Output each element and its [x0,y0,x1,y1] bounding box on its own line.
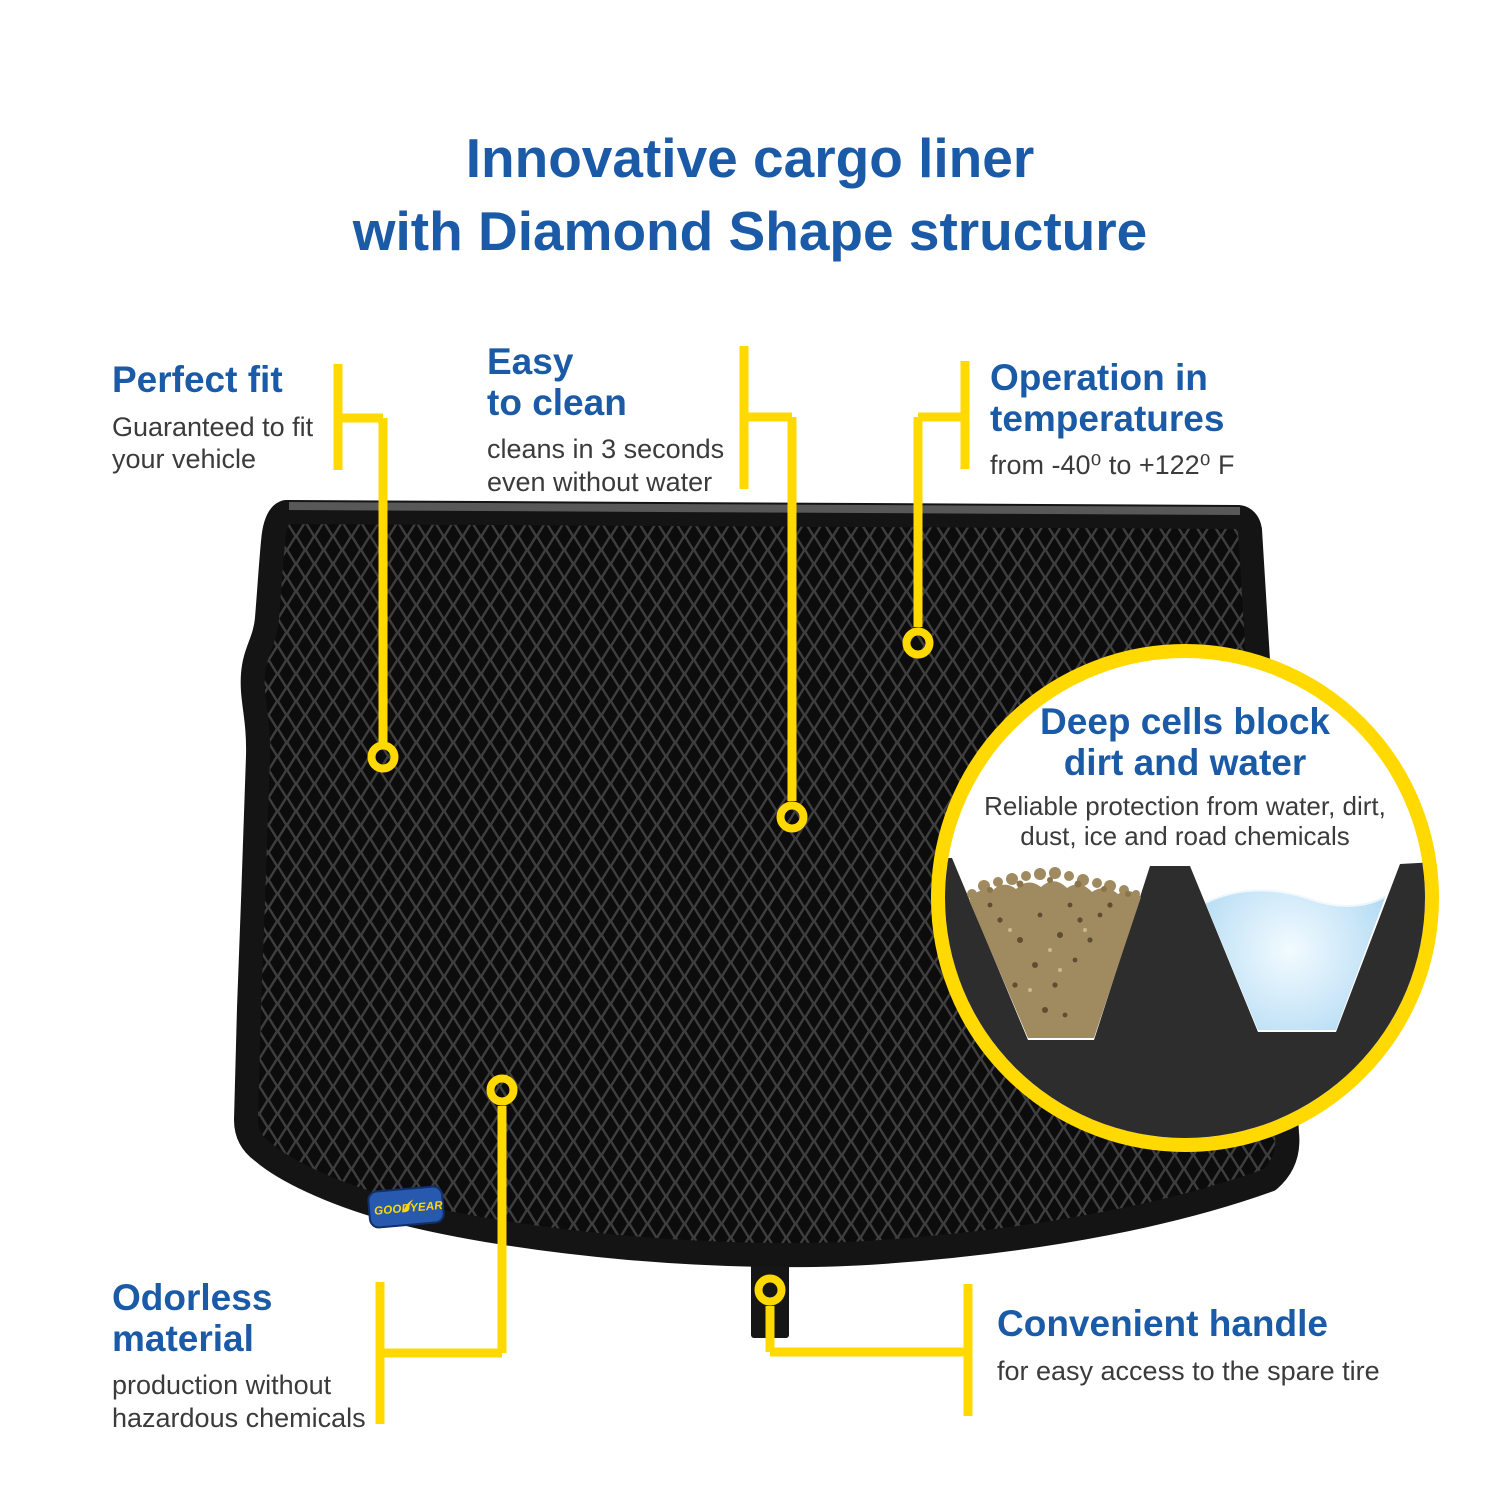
callout-dot-perfect-fit [367,741,399,773]
title-line-1: Innovative cargo liner [465,127,1035,189]
callout-dot-handle [754,1274,786,1306]
callout-heading: Operation in temperatures [990,357,1225,439]
mat-top-binding [288,502,1241,515]
callout-dot-easy-clean [776,801,808,833]
callout-line-odorless [375,1106,507,1424]
callout-deep-cells: Deep cells block dirt and water Reliable… [885,701,1485,851]
callout-easy-to-clean: Easy to clean cleans in 3 seconds even w… [487,341,725,498]
callout-lines [333,346,973,1424]
callout-line-perfect-fit [333,364,388,742]
callout-line-temperature [913,361,970,627]
callout-line-easy-clean [739,346,797,801]
callout-heading: Convenient handle [997,1303,1328,1344]
callout-temperature: Operation in temperatures from -40⁰ to +… [990,357,1235,482]
callout-body: production without hazardous chemicals [112,1370,366,1433]
callout-dot-temperature [902,627,934,659]
title-line-2: with Diamond Shape structure [352,199,1148,262]
callout-heading: Easy to clean [487,341,627,423]
page-title: Innovative cargo liner with Diamond Shap… [0,122,1500,267]
logo-text-year: YEAR [410,1200,444,1215]
callout-body: for easy access to the spare tire [997,1355,1380,1386]
water-fill [1204,887,1388,1030]
callout-heading: Perfect fit [112,359,283,400]
callout-perfect-fit: Perfect fit Guaranteed to fit your vehic… [112,359,314,475]
deep-cells-inset [931,644,1439,1152]
callout-body: Reliable protection from water, dirt, du… [984,791,1386,851]
logo-text-good: GOOD [374,1203,411,1218]
callout-body: Guaranteed to fit your vehicle [112,411,314,475]
callout-heading: Odorless material [112,1277,273,1359]
callout-odorless: Odorless material production without haz… [112,1277,366,1434]
callout-body: from -40⁰ to +122⁰ F [990,450,1235,481]
dirt-fill [967,867,1141,1038]
water-surface-highlight [1204,887,1388,907]
callout-handle: Convenient handle for easy access to the… [997,1303,1380,1387]
callout-dot-odorless [486,1074,518,1106]
goodyear-logo: GOOD YEAR [367,1185,445,1229]
callout-heading: Deep cells block dirt and water [1040,701,1330,783]
callout-line-handle [765,1284,973,1416]
callout-body: cleans in 3 seconds even without water [487,434,725,497]
wingfoot-icon [403,1199,414,1212]
